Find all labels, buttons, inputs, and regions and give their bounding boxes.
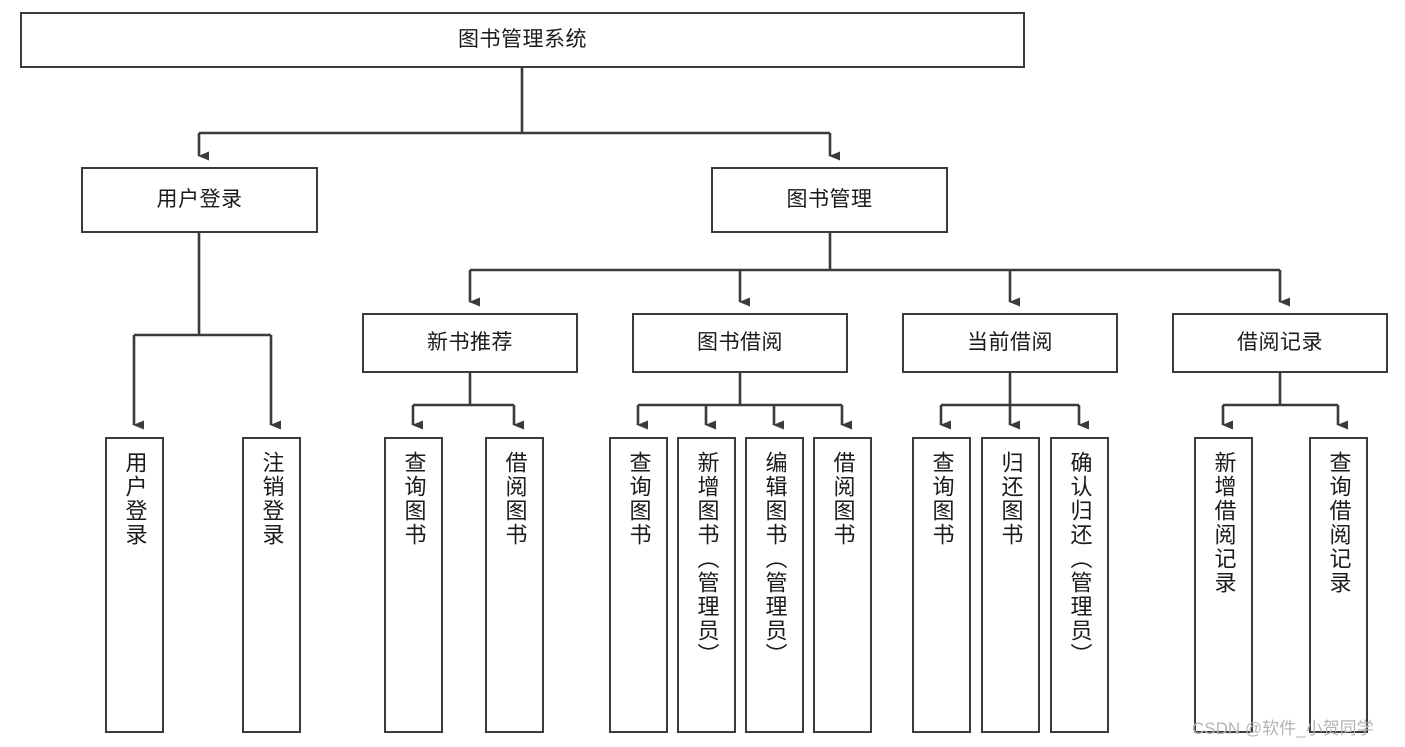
node-leaf-confirm-return-label: 确认归还（管理员） [1067,451,1093,667]
node-current-borrow[interactable]: 当前借阅 [902,313,1118,373]
node-leaf-query-book-1-label: 查询图书 [401,451,427,547]
node-book-management-label: 图书管理 [786,188,873,212]
node-borrow-record-label: 借阅记录 [1237,331,1323,355]
node-book-management[interactable]: 图书管理 [711,167,948,233]
node-user-login-label: 用户登录 [156,188,243,212]
node-leaf-return-book[interactable]: 归还图书 [981,437,1040,733]
csdn-watermark: CSDN @软件_小贺同学 [1192,719,1374,738]
node-leaf-borrow-book-2-label: 借阅图书 [830,451,856,547]
node-new-book-recommend[interactable]: 新书推荐 [362,313,578,373]
node-leaf-return-book-label: 归还图书 [998,451,1024,547]
node-leaf-add-record[interactable]: 新增借阅记录 [1194,437,1253,733]
node-leaf-query-book-3-label: 查询图书 [929,451,955,547]
node-leaf-add-record-label: 新增借阅记录 [1211,451,1237,595]
node-leaf-user-logout-label: 注销登录 [259,451,285,547]
node-borrow-record[interactable]: 借阅记录 [1172,313,1388,373]
node-leaf-edit-book[interactable]: 编辑图书（管理员） [745,437,804,733]
node-leaf-user-logout[interactable]: 注销登录 [242,437,301,733]
node-leaf-query-book-3[interactable]: 查询图书 [912,437,971,733]
node-leaf-edit-book-label: 编辑图书（管理员） [762,451,788,667]
node-leaf-user-login[interactable]: 用户登录 [105,437,164,733]
node-leaf-add-book[interactable]: 新增图书（管理员） [677,437,736,733]
node-root-system-label: 图书管理系统 [458,28,587,52]
node-leaf-add-book-label: 新增图书（管理员） [694,451,720,667]
node-new-book-recommend-label: 新书推荐 [427,331,513,355]
node-user-login[interactable]: 用户登录 [81,167,318,233]
node-book-borrow-label: 图书借阅 [697,331,783,355]
node-leaf-query-record-label: 查询借阅记录 [1326,451,1352,595]
node-leaf-borrow-book-1[interactable]: 借阅图书 [485,437,544,733]
node-book-borrow[interactable]: 图书借阅 [632,313,848,373]
node-leaf-query-book-2-label: 查询图书 [626,451,652,547]
node-leaf-query-book-1[interactable]: 查询图书 [384,437,443,733]
node-current-borrow-label: 当前借阅 [967,331,1053,355]
node-root-system[interactable]: 图书管理系统 [20,12,1025,68]
node-leaf-query-record[interactable]: 查询借阅记录 [1309,437,1368,733]
node-leaf-confirm-return[interactable]: 确认归还（管理员） [1050,437,1109,733]
node-leaf-query-book-2[interactable]: 查询图书 [609,437,668,733]
node-leaf-borrow-book-2[interactable]: 借阅图书 [813,437,872,733]
node-leaf-borrow-book-1-label: 借阅图书 [502,451,528,547]
node-leaf-user-login-label: 用户登录 [122,451,148,547]
